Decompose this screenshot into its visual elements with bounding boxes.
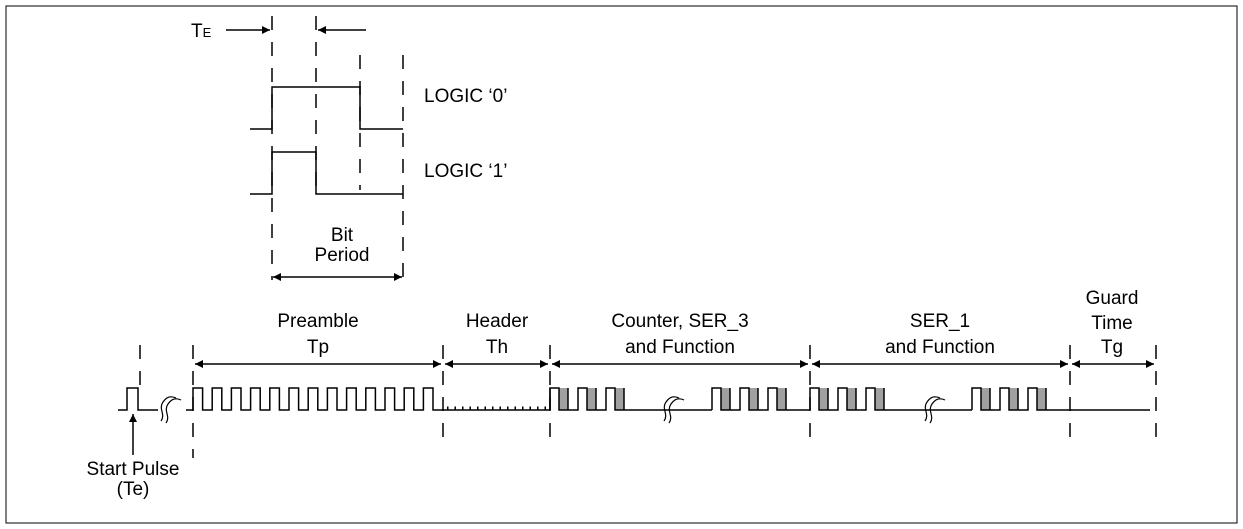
shaded-bit — [819, 388, 828, 410]
counter-label-line2: and Function — [625, 337, 735, 358]
start-pulse-label-line1: Start Pulse — [87, 459, 180, 480]
logic-encoding-section — [226, 16, 404, 285]
logic-zero-waveform — [250, 86, 403, 130]
shaded-bit — [1009, 388, 1018, 410]
break-symbols — [160, 396, 946, 424]
segment-boundaries — [139, 345, 1157, 458]
shaded-bit — [559, 388, 568, 410]
logic-zero-label: LOGIC ‘0’ — [424, 86, 507, 107]
diagram-frame — [5, 5, 1238, 524]
ser1-label-line1: SER_1 — [910, 311, 970, 332]
shaded-bit — [749, 388, 758, 410]
shaded-bit — [875, 388, 884, 410]
break-symbol-ser1 — [924, 396, 946, 424]
shaded-bit — [1037, 388, 1046, 410]
frame-waveform — [118, 387, 1150, 411]
break-symbol-start — [160, 396, 182, 424]
start-pulse-label-line2: (Te) — [117, 479, 150, 500]
ser1-bits-a — [809, 387, 894, 411]
bit-period-label-line2: Period — [315, 245, 370, 266]
counter-label-line1: Counter, SER_3 — [611, 311, 748, 332]
shaded-bit — [615, 388, 624, 410]
shaded-bit — [721, 388, 730, 410]
shaded-bits — [559, 388, 1046, 410]
bit-period-label-line1: Bit — [331, 225, 354, 246]
te-label: TE — [191, 21, 212, 42]
header-symbol: Th — [486, 337, 508, 358]
start-pulse-waveform — [118, 387, 158, 411]
counter-bits-b — [711, 387, 796, 411]
shaded-bit — [981, 388, 990, 410]
guard-symbol: Tg — [1101, 337, 1123, 358]
logic-one-waveform — [250, 151, 403, 195]
guard-label-line2: Time — [1091, 313, 1133, 334]
ser1-label-line2: and Function — [885, 337, 995, 358]
shaded-bit — [847, 388, 856, 410]
logic-one-label: LOGIC ‘1’ — [424, 161, 507, 182]
header-label: Header — [466, 311, 529, 332]
preamble-symbol: Tp — [307, 337, 329, 358]
shaded-bit — [587, 388, 596, 410]
ser1-bits-b — [971, 387, 1056, 411]
preamble-label: Preamble — [277, 311, 358, 332]
guard-label-line1: Guard — [1086, 288, 1139, 309]
shaded-bit — [777, 388, 786, 410]
preamble-waveform — [186, 387, 443, 411]
break-symbol-counter — [663, 396, 685, 424]
counter-bits-a — [549, 387, 634, 411]
